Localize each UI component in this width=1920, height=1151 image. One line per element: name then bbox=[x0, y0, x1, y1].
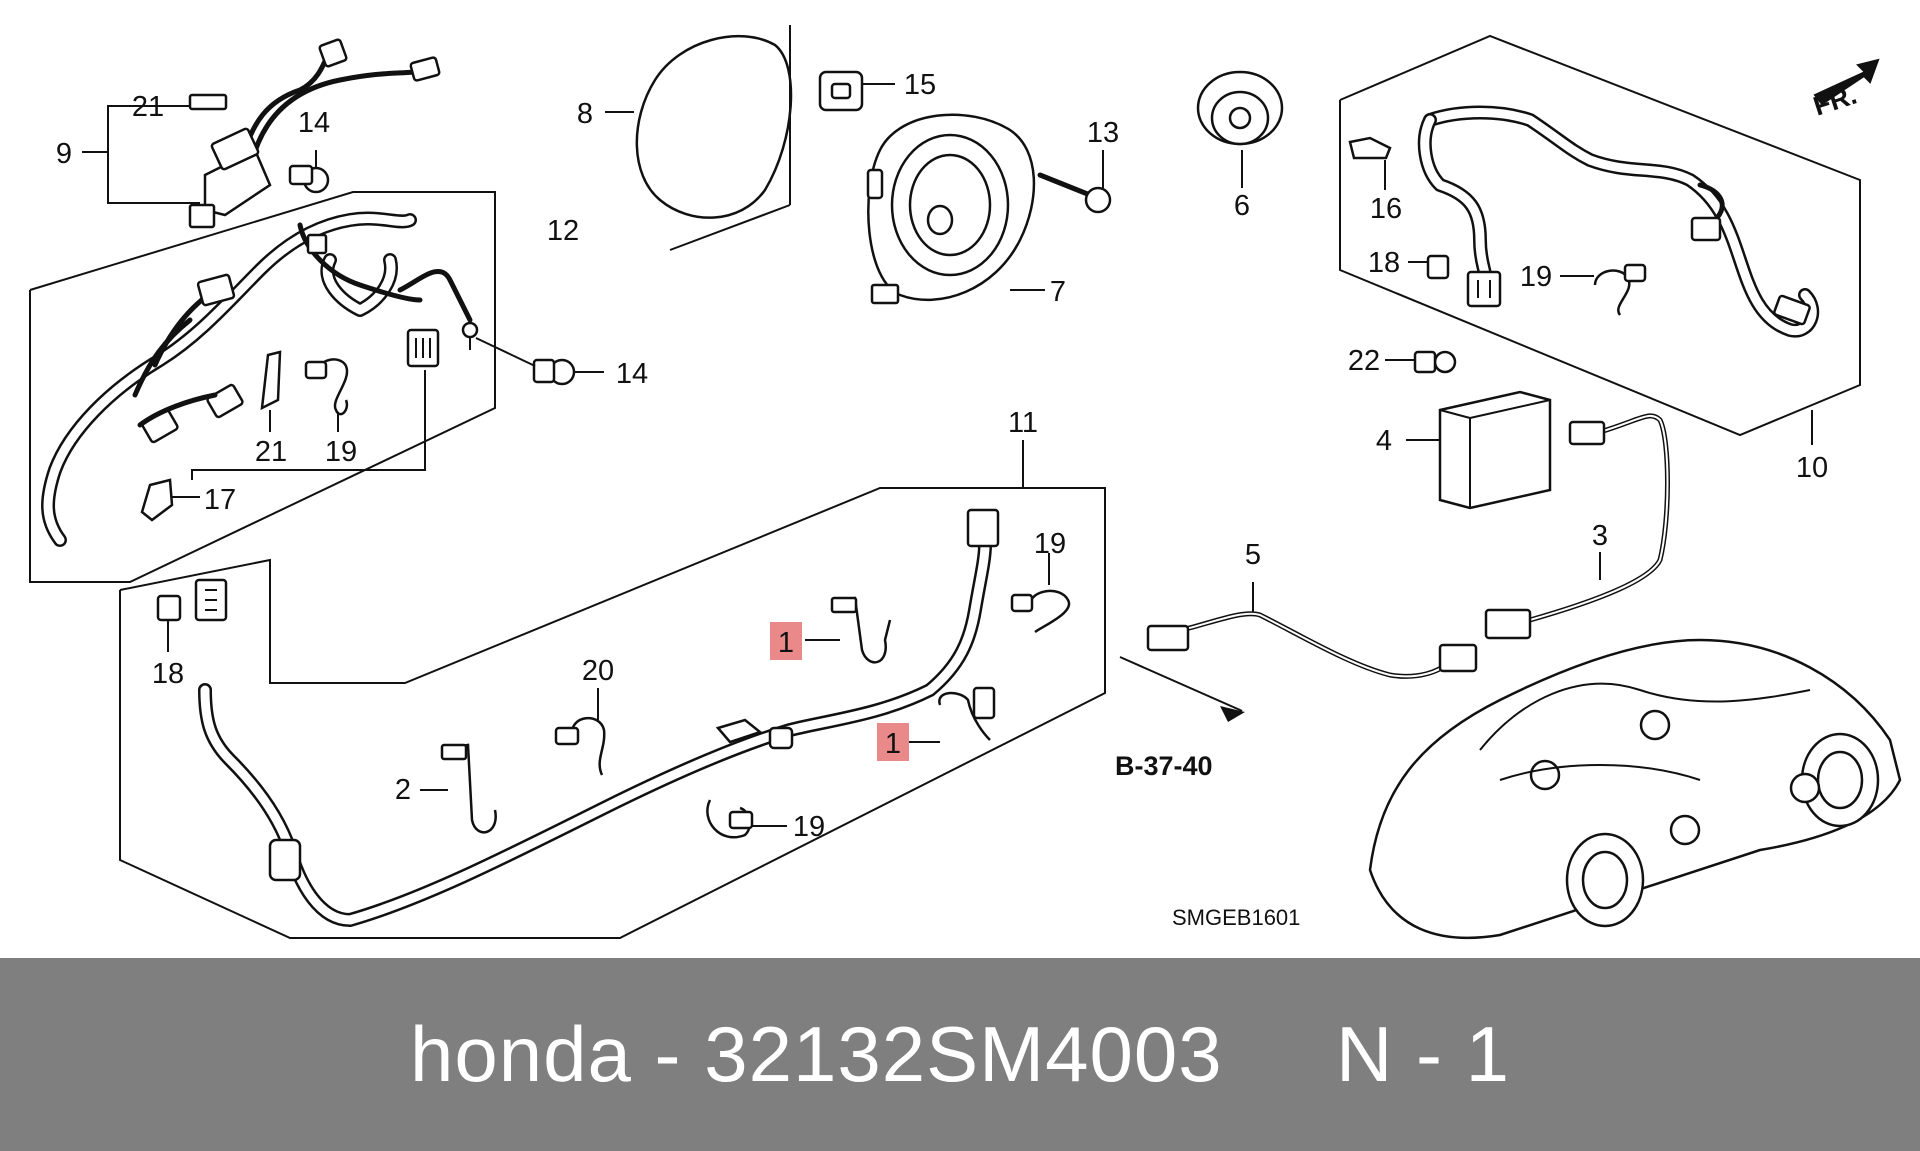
callout-1a: 1 bbox=[778, 627, 794, 659]
callout-9: 9 bbox=[56, 138, 72, 170]
callout-12: 12 bbox=[547, 215, 579, 247]
callout-22: 22 bbox=[1348, 345, 1380, 377]
callout-18b: 18 bbox=[152, 658, 184, 690]
callout-19c: 19 bbox=[1034, 528, 1066, 560]
callout-15: 15 bbox=[904, 69, 936, 101]
callout-8: 8 bbox=[577, 98, 593, 130]
callout-19b: 19 bbox=[1520, 261, 1552, 293]
callout-16: 16 bbox=[1370, 193, 1402, 225]
part-11-harness bbox=[194, 508, 1000, 927]
callout-5: 5 bbox=[1245, 539, 1261, 571]
callout-20: 20 bbox=[582, 655, 614, 687]
callout-19d: 19 bbox=[793, 811, 825, 843]
part-4-unit bbox=[1406, 390, 1552, 510]
part-5-cable bbox=[1119, 582, 1478, 722]
footer-part-number: honda - 32132SM4003 N - 1 bbox=[409, 1010, 1510, 1098]
callout-14a: 14 bbox=[298, 107, 330, 139]
part-12-harness bbox=[41, 211, 479, 547]
part-14-bolt-right bbox=[475, 337, 604, 386]
part-10-harness bbox=[1417, 105, 1820, 338]
part-22-bolt bbox=[1385, 350, 1457, 374]
part-7-speaker bbox=[866, 113, 1045, 305]
callout-19a: 19 bbox=[325, 436, 357, 468]
part-13-screw bbox=[1037, 150, 1112, 214]
part-21-clip-top bbox=[175, 93, 228, 111]
reference-label: B-37-40 bbox=[1115, 751, 1213, 781]
part-21-clip-lower bbox=[260, 350, 282, 432]
callout-21b: 21 bbox=[255, 436, 287, 468]
callout-13: 13 bbox=[1087, 117, 1119, 149]
callout-4: 4 bbox=[1376, 425, 1392, 457]
part-9-switch-assembly bbox=[188, 38, 441, 229]
callout-18a: 18 bbox=[1368, 247, 1400, 279]
part-1-clip-b bbox=[905, 686, 996, 743]
part-20-clip bbox=[554, 688, 606, 776]
part-6-tweeter bbox=[1196, 70, 1284, 188]
callout-21a: 21 bbox=[132, 91, 164, 123]
callout-3: 3 bbox=[1592, 520, 1608, 552]
part-19-clip-top-right bbox=[1560, 263, 1647, 316]
part-17-clip bbox=[140, 478, 200, 522]
callout-7: 7 bbox=[1050, 276, 1066, 308]
callout-1a-highlight bbox=[770, 622, 802, 660]
harness-group-12-frame bbox=[29, 191, 496, 583]
callout-10: 10 bbox=[1796, 452, 1828, 484]
footer-bar: honda - 32132SM4003 N - 1 bbox=[0, 958, 1920, 1151]
part-3-cable bbox=[1484, 413, 1670, 640]
part-14-bolt-top bbox=[288, 150, 330, 194]
diagram-code: SMGEB1601 bbox=[1172, 905, 1300, 930]
vehicle-illustration bbox=[1368, 638, 1902, 940]
part-16-clip bbox=[1348, 136, 1392, 190]
part-15-spacer bbox=[818, 70, 895, 112]
callout-1b: 1 bbox=[885, 728, 901, 760]
part-8-gasket bbox=[605, 25, 793, 251]
callout-17: 17 bbox=[204, 484, 236, 516]
part-2-clip bbox=[420, 743, 497, 834]
part-19-clip-group11-bottom bbox=[706, 799, 787, 839]
harness-group-11-frame bbox=[119, 440, 1106, 939]
callout-14b: 14 bbox=[616, 358, 648, 390]
callout-1b-highlight bbox=[877, 723, 909, 761]
front-direction-label: FR. bbox=[1810, 80, 1861, 122]
harness-group-10-frame bbox=[1339, 34, 1861, 445]
callout-11: 11 bbox=[1008, 407, 1038, 439]
callout-2: 2 bbox=[395, 774, 411, 806]
part-19-clip-group11-top bbox=[1010, 553, 1071, 634]
part-19-clip-group12 bbox=[304, 358, 349, 432]
callout-6: 6 bbox=[1234, 190, 1250, 222]
part-18-clip-lower bbox=[156, 594, 182, 652]
part-1-clip-a bbox=[805, 596, 892, 664]
parts-diagram: 1 1 2 3 4 5 6 7 8 9 10 11 12 13 14 14 15… bbox=[29, 25, 1902, 940]
front-direction-arrow bbox=[1813, 58, 1880, 106]
part-18-clip-top bbox=[1408, 254, 1450, 280]
